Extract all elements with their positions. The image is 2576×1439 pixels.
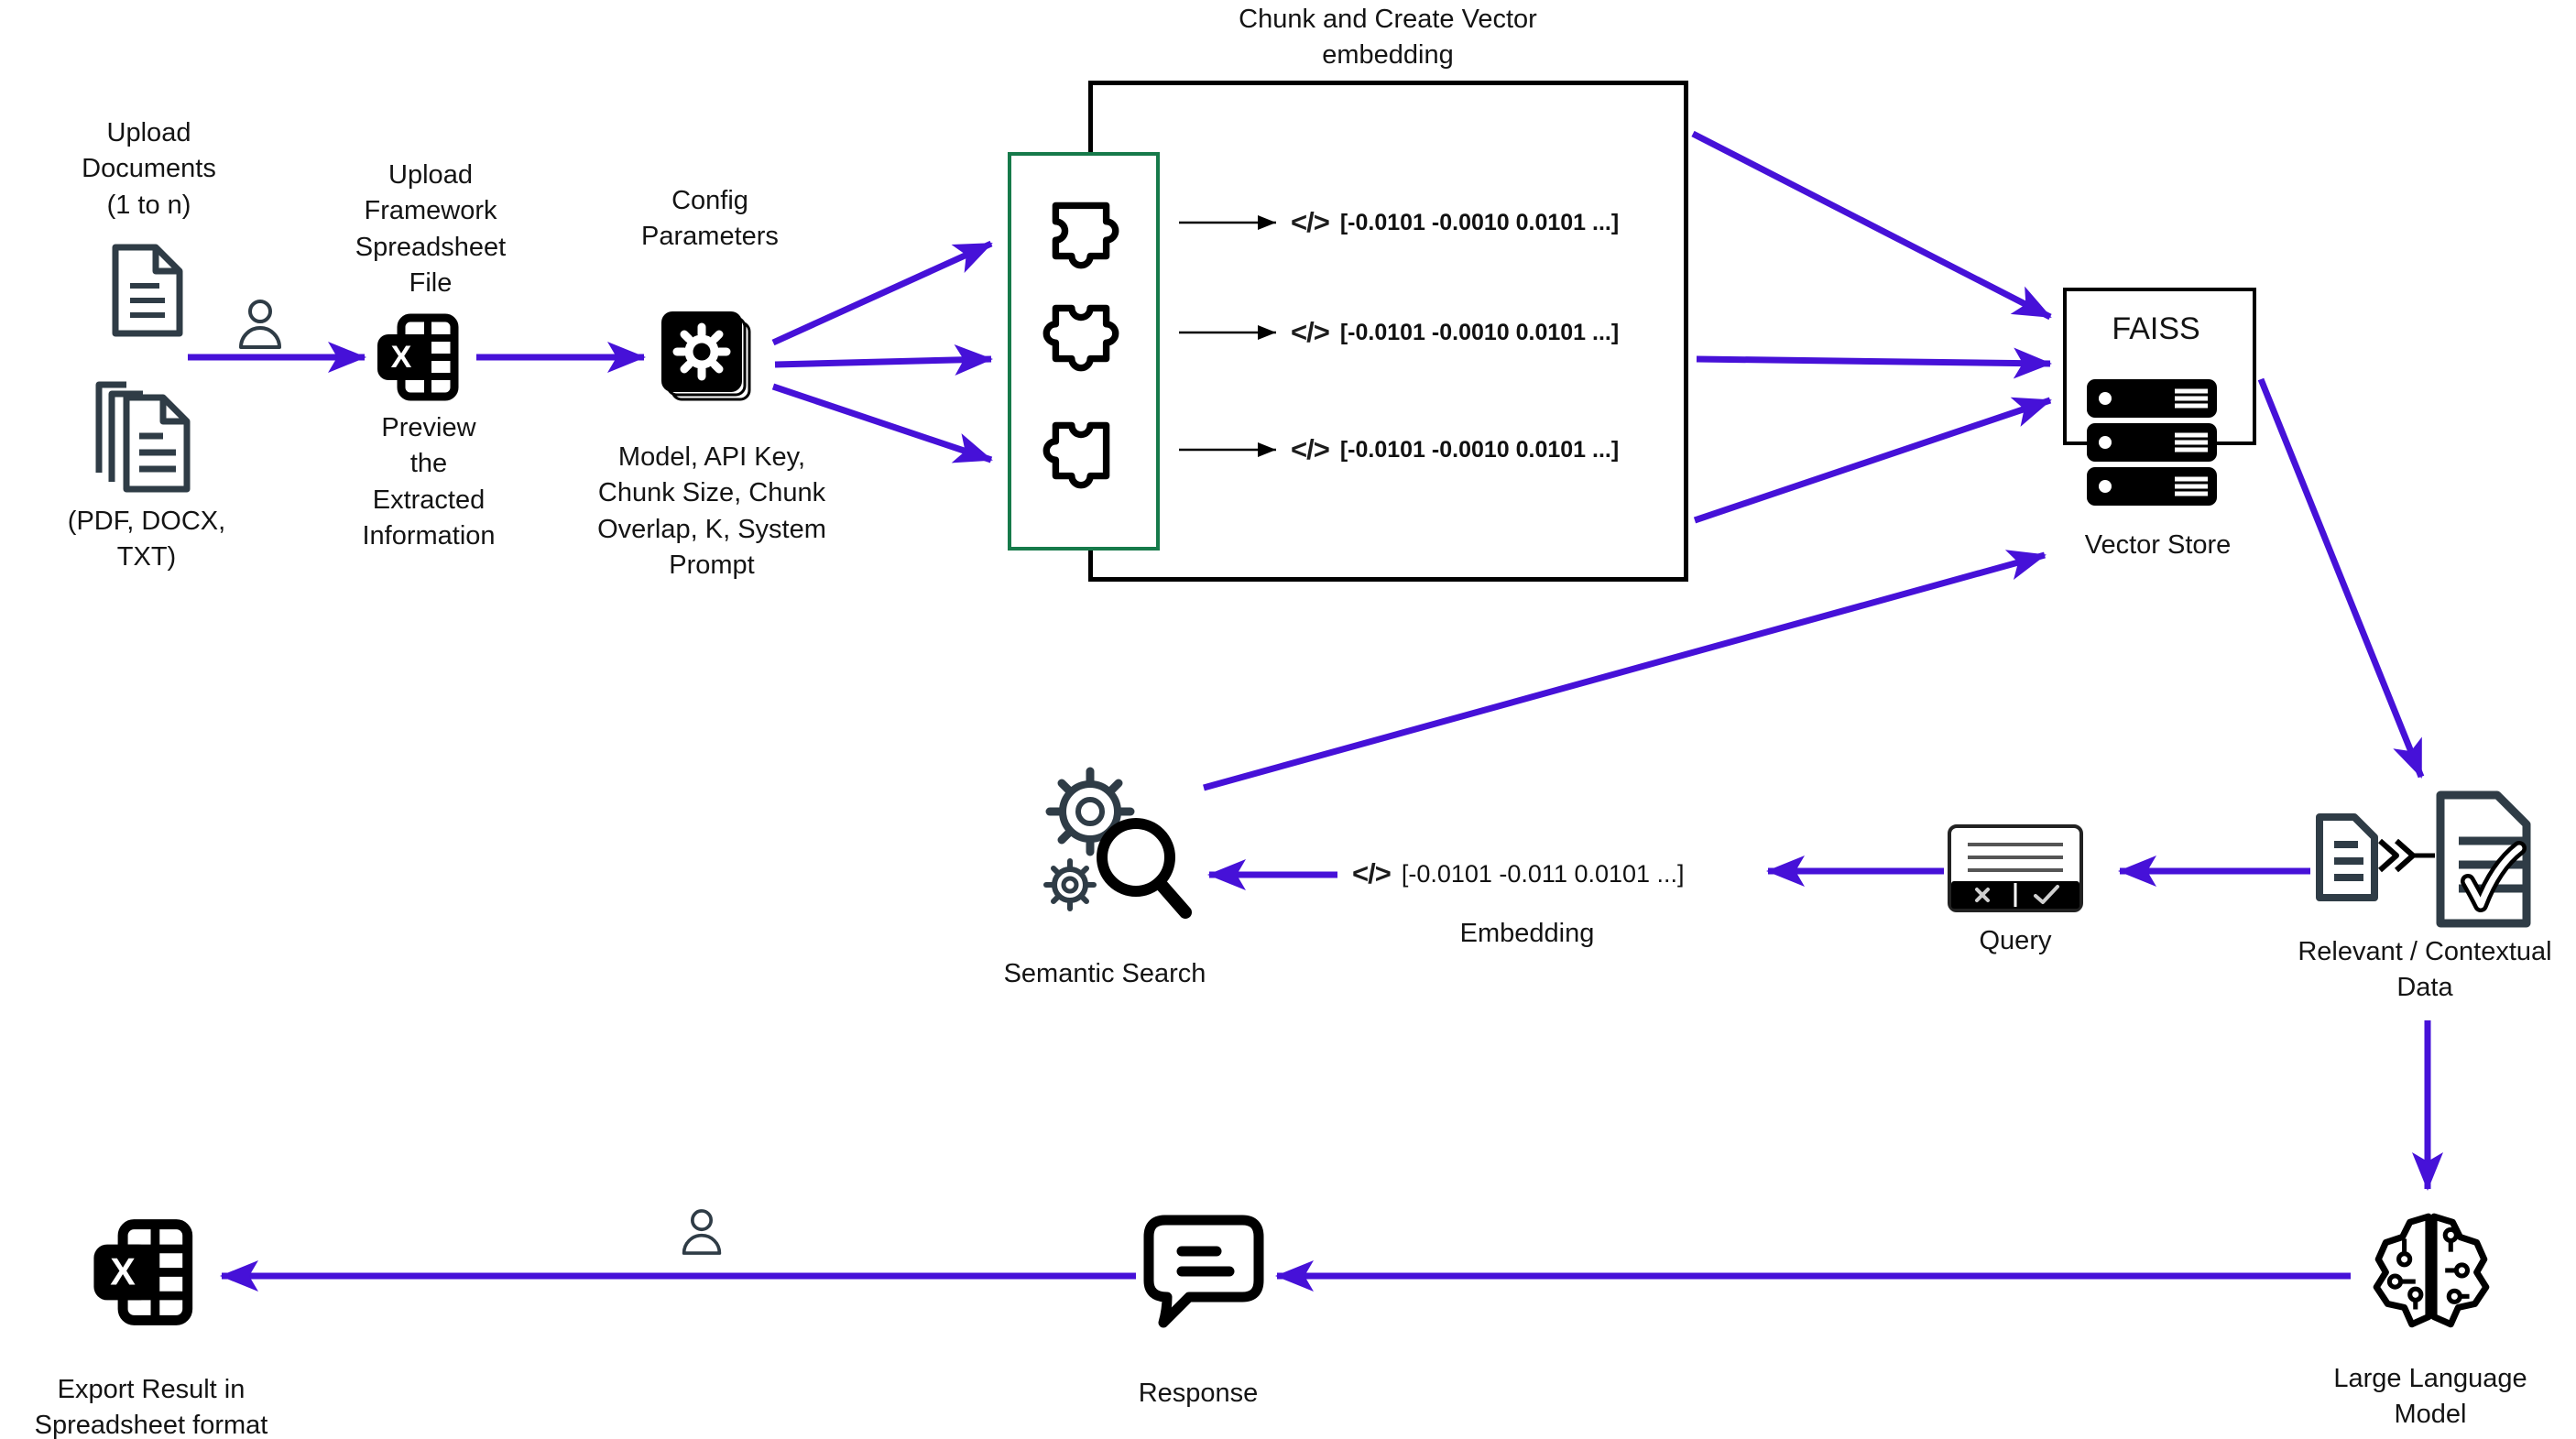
arrow-semantic-to-vectorstore — [1203, 550, 2047, 791]
gear-small-icon — [1043, 858, 1097, 911]
faiss-label: FAISS — [2112, 311, 2200, 346]
vector-row-3: </> [-0.0101 -0.0010 0.0101 ...] — [1177, 426, 1619, 474]
vector-row-2: </> [-0.0101 -0.0010 0.0101 ...] — [1177, 309, 1619, 356]
chunk-box-title: Chunk and Create Vector embedding — [1239, 5, 1537, 71]
source-document-icon — [2316, 813, 2378, 901]
arrow-chunkbox-to-faiss-1 — [1691, 130, 2052, 321]
server-bar — [2087, 467, 2217, 506]
thin-arrow-icon — [1179, 325, 1276, 340]
vector-values: [-0.0101 -0.0010 0.0101 ...] — [1339, 209, 1620, 235]
arrow-chunkbox-to-faiss-2 — [1696, 347, 2052, 379]
relevant-data-label: Relevant / Contextual Data — [2298, 937, 2552, 1003]
code-icon: </> — [1291, 433, 1330, 465]
config-subtitle: Model, API Key, Chunk Size, Chunk Overla… — [597, 442, 826, 581]
code-icon: </> — [1291, 316, 1330, 348]
arrow-config-to-chunk-2 — [774, 344, 993, 376]
x-glyph — [1975, 888, 1990, 902]
embedding-label: Embedding — [1459, 919, 1595, 948]
upload-documents-title: Upload Documents (1 to n) — [82, 118, 216, 220]
query-dialog-icon — [1948, 824, 2083, 912]
framework-title: Upload Framework Spreadsheet File — [355, 160, 507, 299]
person-icon — [239, 300, 281, 349]
server-stack-icon — [2087, 379, 2217, 506]
thin-arrow-icon — [1179, 215, 1276, 230]
vector-values: [-0.0101 -0.0010 0.0101 ...] — [1339, 436, 1620, 463]
arrow-chunkbox-to-faiss-3 — [1693, 397, 2052, 524]
extract-arrow-icon — [2378, 838, 2435, 873]
query-label: Query — [1979, 926, 2052, 955]
gear-large-icon — [1045, 767, 1135, 856]
arrow-faiss-to-relevant — [2257, 377, 2425, 779]
semantic-search-icon — [1043, 767, 1192, 919]
export-label: Export Result in Spreadsheet format — [34, 1375, 268, 1439]
config-title: Config Parameters — [641, 186, 779, 252]
documents-stack-icon — [95, 381, 191, 493]
response-label: Response — [1138, 1379, 1259, 1408]
upload-documents-formats: (PDF, DOCX, TXT) — [67, 507, 226, 572]
magnifier-icon — [1097, 818, 1192, 919]
code-icon: </> — [1352, 857, 1392, 889]
embedding-row: </> [-0.0101 -0.011 0.0101 ...] — [1352, 850, 1685, 898]
excel-x-glyph: X — [391, 340, 412, 375]
response-bubble-icon — [1143, 1215, 1264, 1328]
checked-document-icon — [2436, 790, 2531, 928]
export-excel-icon: X — [93, 1219, 193, 1325]
framework-subtitle: Preview the Extracted Information — [362, 413, 496, 551]
puzzle-piece-icon — [1042, 421, 1110, 489]
faiss-box — [2063, 288, 2256, 445]
relevant-data-icon — [2316, 790, 2531, 928]
person-icon — [682, 1209, 722, 1255]
config-gear-icon — [661, 311, 751, 401]
puzzle-piece-icon — [1042, 304, 1119, 372]
embedding-values: [-0.0101 -0.011 0.0101 ...] — [1401, 859, 1685, 888]
arrow-config-to-chunk-1 — [771, 240, 993, 346]
server-bar — [2087, 379, 2217, 418]
semantic-search-label: Semantic Search — [1003, 959, 1206, 988]
vector-row-1: </> [-0.0101 -0.0010 0.0101 ...] — [1177, 199, 1619, 246]
thin-arrow-icon — [1179, 442, 1276, 457]
vector-store-label: Vector Store — [2084, 530, 2232, 560]
llm-label: Large Language Model — [2333, 1364, 2527, 1430]
excel-spreadsheet-icon: X — [377, 313, 459, 401]
gear-teeth — [672, 322, 731, 381]
vector-values: [-0.0101 -0.0010 0.0101 ...] — [1339, 319, 1620, 345]
code-icon: </> — [1291, 206, 1330, 238]
llm-brain-icon — [2373, 1213, 2490, 1328]
check-glyph — [2034, 885, 2059, 904]
document-icon — [112, 244, 183, 337]
puzzle-piece-icon — [1052, 202, 1119, 269]
excel-x-glyph: X — [110, 1250, 136, 1292]
server-bar — [2087, 423, 2217, 462]
circuit-nodes — [2386, 1226, 2471, 1310]
